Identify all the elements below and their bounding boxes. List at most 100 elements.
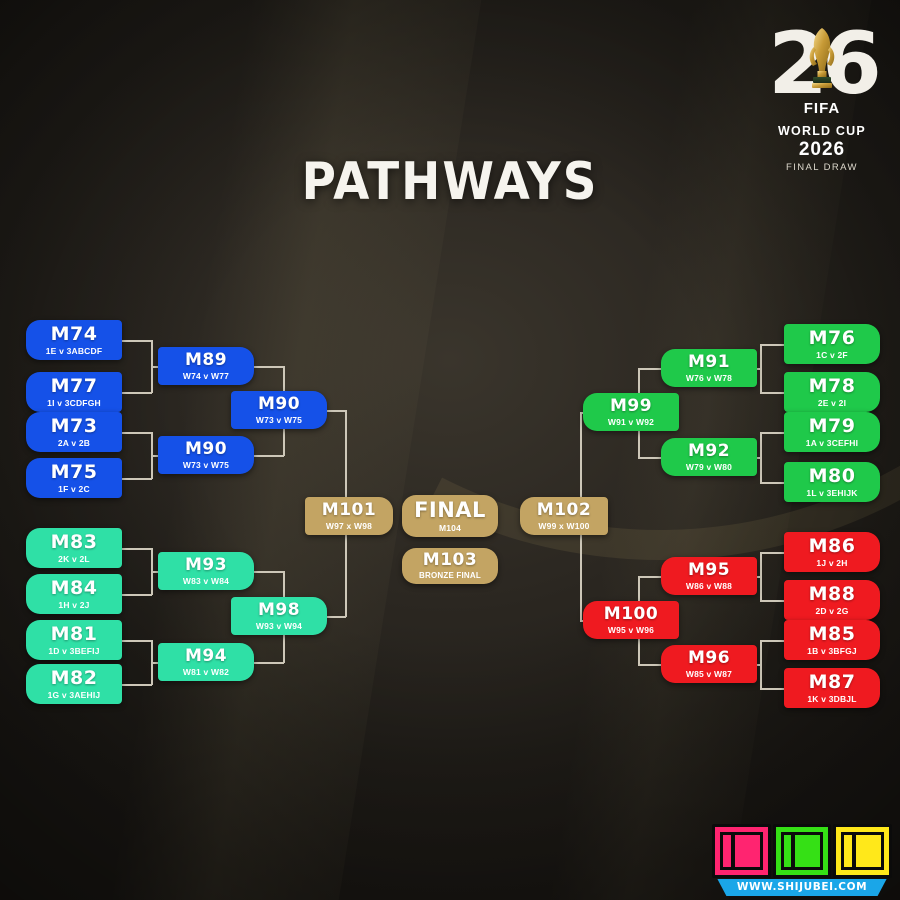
match-code: M87 [808, 670, 856, 693]
match-node-m89[interactable]: M89 W74 v W77 [158, 347, 254, 385]
site-watermark-logo: WWW.SHIJUBEI.COM [712, 824, 893, 896]
match-node-m93[interactable]: M93 W83 v W84 [158, 552, 254, 590]
match-node-m102-semifinal[interactable]: M102 W99 x W100 [520, 497, 608, 535]
match-code: M84 [50, 576, 98, 599]
match-detail: 1H v 2J [58, 599, 90, 610]
match-node-m101-semifinal[interactable]: M101 W97 x W98 [305, 497, 393, 535]
match-node-m94[interactable]: M94 W81 v W82 [158, 643, 254, 681]
connector [122, 478, 152, 480]
match-node-m84[interactable]: M84 1H v 2J [26, 574, 122, 614]
connector [151, 662, 158, 664]
connector [254, 662, 284, 664]
match-code: M85 [808, 622, 856, 645]
match-node-m103-bronze-final[interactable]: M103 BRONZE FINAL [402, 548, 498, 584]
match-code: M89 [184, 349, 228, 370]
match-code: M92 [687, 440, 731, 461]
match-code: M95 [687, 559, 731, 580]
watermark-glyph-2-icon [772, 824, 832, 878]
match-code: M86 [808, 534, 856, 557]
match-detail: W81 v W82 [182, 666, 230, 677]
connector [151, 340, 153, 393]
connector [122, 684, 152, 686]
match-detail: W73 v W75 [255, 414, 303, 425]
connector [151, 548, 153, 595]
connector [122, 548, 152, 550]
connector [151, 432, 153, 479]
connector [122, 432, 152, 434]
match-detail: W83 v W84 [182, 575, 230, 586]
watermark-url: WWW.SHIJUBEI.COM [717, 879, 887, 896]
watermark-glyph-3-icon [833, 824, 893, 878]
match-node-m98-quarterfinal[interactable]: M98 W93 v W94 [231, 597, 327, 635]
connector [151, 366, 158, 368]
match-detail: W85 v W87 [685, 668, 733, 679]
match-detail: 1E v 3ABCDF [45, 345, 103, 356]
connector [254, 455, 284, 457]
match-node-m77[interactable]: M77 1I v 3CDFGH [26, 372, 122, 412]
match-node-m100-quarterfinal[interactable]: M100 W95 v W96 [583, 601, 679, 639]
match-detail: W74 v W77 [182, 370, 230, 381]
match-detail: 1K v 3DBJL [807, 693, 857, 704]
match-node-m88[interactable]: M88 2D v 2G [784, 580, 880, 620]
match-code: M90 [257, 393, 301, 414]
match-node-m81[interactable]: M81 1D v 3BEFIJ [26, 620, 122, 660]
connector [122, 640, 152, 642]
match-code: M102 [536, 499, 592, 520]
match-node-m86[interactable]: M86 1J v 2H [784, 532, 880, 572]
match-node-m87[interactable]: M87 1K v 3DBJL [784, 668, 880, 708]
match-node-m90-quarterfinal[interactable]: M90 W73 v W75 [231, 391, 327, 429]
match-detail: W99 x W100 [538, 520, 590, 531]
match-code: M80 [808, 464, 856, 487]
match-node-m82[interactable]: M82 1G v 3AEHIJ [26, 664, 122, 704]
match-detail: 2E v 2I [817, 397, 847, 408]
connector [760, 640, 762, 689]
match-node-m85[interactable]: M85 1B v 3BFGJ [784, 620, 880, 660]
connector [151, 640, 153, 685]
connector [760, 552, 762, 601]
match-node-final[interactable]: FINAL M104 [402, 495, 498, 537]
match-detail: 1B v 3BFGJ [807, 645, 857, 656]
match-node-m99-quarterfinal[interactable]: M99 W91 v W92 [583, 393, 679, 431]
match-code: M91 [687, 351, 731, 372]
watermark-glyph-1-icon [712, 824, 771, 878]
connector [254, 366, 284, 368]
match-detail: 1J v 2H [816, 557, 848, 568]
match-node-m78[interactable]: M78 2E v 2I [784, 372, 880, 412]
connector [580, 521, 582, 621]
match-detail: 1C v 2F [816, 349, 848, 360]
match-node-m75[interactable]: M75 1F v 2C [26, 458, 122, 498]
match-node-m91[interactable]: M91 W76 v W78 [661, 349, 757, 387]
match-detail: W93 v W94 [255, 620, 303, 631]
match-detail: W91 v W92 [607, 416, 655, 427]
connector [760, 344, 762, 393]
match-node-m74[interactable]: M74 1E v 3ABCDF [26, 320, 122, 360]
match-node-m92[interactable]: M92 W79 v W80 [661, 438, 757, 476]
match-node-m79[interactable]: M79 1A v 3CEFHI [784, 412, 880, 452]
connector [254, 571, 284, 573]
match-node-m96[interactable]: M96 W85 v W87 [661, 645, 757, 683]
fifa-world-cup-2026-logo: 26 FIFA WORLD CUP 2026 FINA [766, 18, 882, 173]
match-node-m76[interactable]: M76 1C v 2F [784, 324, 880, 364]
match-code: M78 [808, 374, 856, 397]
match-code: M103 [422, 550, 478, 570]
match-node-m83[interactable]: M83 2K v 2L [26, 528, 122, 568]
match-code: M75 [50, 460, 98, 483]
match-detail: W86 v W88 [685, 580, 733, 591]
match-detail: 2D v 2G [815, 605, 849, 616]
match-node-m90-lower[interactable]: M90 W73 v W75 [158, 436, 254, 474]
match-code: M73 [50, 414, 98, 437]
match-code: M94 [184, 645, 228, 666]
match-code: M83 [50, 530, 98, 553]
match-node-m73[interactable]: M73 2A v 2B [26, 412, 122, 452]
match-code: M93 [184, 554, 228, 575]
match-code: M88 [808, 582, 856, 605]
match-detail: W76 v W78 [685, 372, 733, 383]
match-node-m80[interactable]: M80 1L v 3EHIJK [784, 462, 880, 502]
connector [122, 340, 152, 342]
logo-year-text: 2026 [798, 139, 846, 160]
match-detail: W73 v W75 [182, 459, 230, 470]
connector [151, 571, 158, 573]
match-node-m95[interactable]: M95 W86 v W88 [661, 557, 757, 595]
